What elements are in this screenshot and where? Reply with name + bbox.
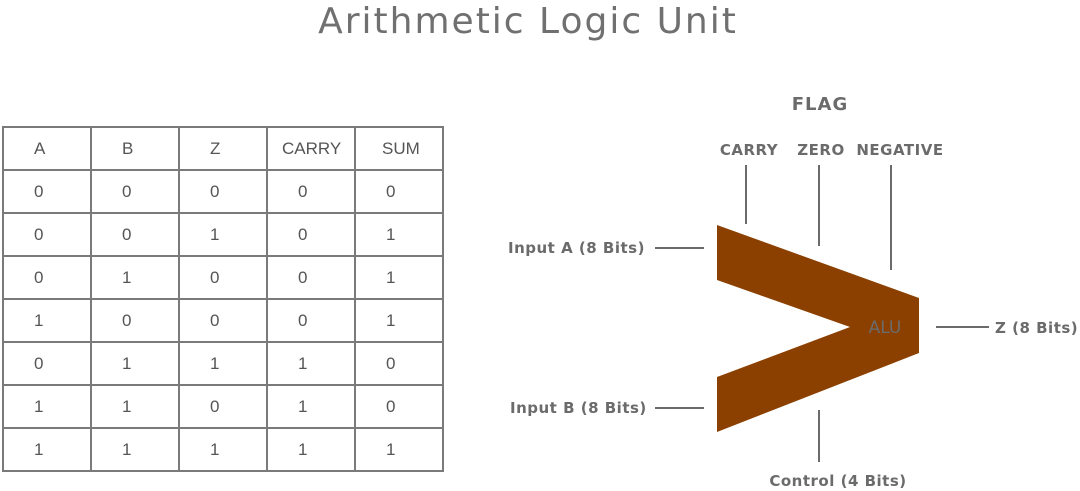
table-cell: 0 bbox=[266, 298, 356, 343]
table-cell: 1 bbox=[90, 341, 180, 386]
table-cell: 1 bbox=[90, 384, 180, 429]
table-cell: 1 bbox=[90, 427, 180, 472]
table-cell: 1 bbox=[178, 341, 268, 386]
table-cell: 0 bbox=[2, 255, 92, 300]
zero-label: ZERO bbox=[797, 141, 844, 159]
table-cell: 0 bbox=[90, 212, 180, 257]
table-cell: 1 bbox=[2, 384, 92, 429]
table-cell: 1 bbox=[90, 255, 180, 300]
table-cell: 1 bbox=[2, 298, 92, 343]
header-carry: CARRY bbox=[266, 126, 356, 171]
page-title: Arithmetic Logic Unit bbox=[318, 1, 738, 42]
table-cell: 0 bbox=[178, 298, 268, 343]
input-b-label: Input B (8 Bits) bbox=[510, 399, 647, 417]
table-header-row: A B Z CARRY SUM bbox=[2, 126, 444, 171]
alu-diagram: FLAG CARRY ZERO NEGATIVE Input A (8 Bits… bbox=[508, 94, 1078, 490]
table-cell: 1 bbox=[354, 298, 444, 343]
control-label: Control (4 Bits) bbox=[769, 472, 906, 490]
table-cell: 0 bbox=[266, 212, 356, 257]
table-cell: 0 bbox=[354, 384, 444, 429]
header-z: Z bbox=[178, 126, 268, 171]
header-sum: SUM bbox=[354, 126, 444, 171]
flag-label: FLAG bbox=[792, 94, 848, 115]
alu-label: ALU bbox=[869, 318, 902, 338]
table-cell: 0 bbox=[2, 169, 92, 214]
table-cell: 1 bbox=[266, 384, 356, 429]
header-a: A bbox=[2, 126, 92, 171]
carry-label: CARRY bbox=[720, 141, 779, 159]
table-cell: 1 bbox=[178, 427, 268, 472]
table-cell: 0 bbox=[178, 169, 268, 214]
alu-shape bbox=[717, 225, 919, 432]
table-cell: 1 bbox=[266, 341, 356, 386]
table-cell: 0 bbox=[90, 169, 180, 214]
table-cell: 0 bbox=[90, 298, 180, 343]
negative-label: NEGATIVE bbox=[856, 141, 943, 159]
table-cell: 1 bbox=[2, 427, 92, 472]
table-cell: 0 bbox=[178, 384, 268, 429]
table-cell: 1 bbox=[354, 255, 444, 300]
table-cell: 1 bbox=[354, 212, 444, 257]
table-cell: 0 bbox=[266, 169, 356, 214]
input-a-label: Input A (8 Bits) bbox=[508, 239, 645, 257]
table-cell: 0 bbox=[2, 341, 92, 386]
header-b: B bbox=[90, 126, 180, 171]
table-cell: 1 bbox=[354, 427, 444, 472]
table-cell: 1 bbox=[178, 212, 268, 257]
table-cell: 0 bbox=[2, 212, 92, 257]
output-label: Z (8 Bits) bbox=[995, 319, 1078, 337]
table-cell: 0 bbox=[354, 341, 444, 386]
table-cell: 0 bbox=[354, 169, 444, 214]
table-cell: 0 bbox=[266, 255, 356, 300]
table-cell: 0 bbox=[178, 255, 268, 300]
table-cell: 1 bbox=[266, 427, 356, 472]
